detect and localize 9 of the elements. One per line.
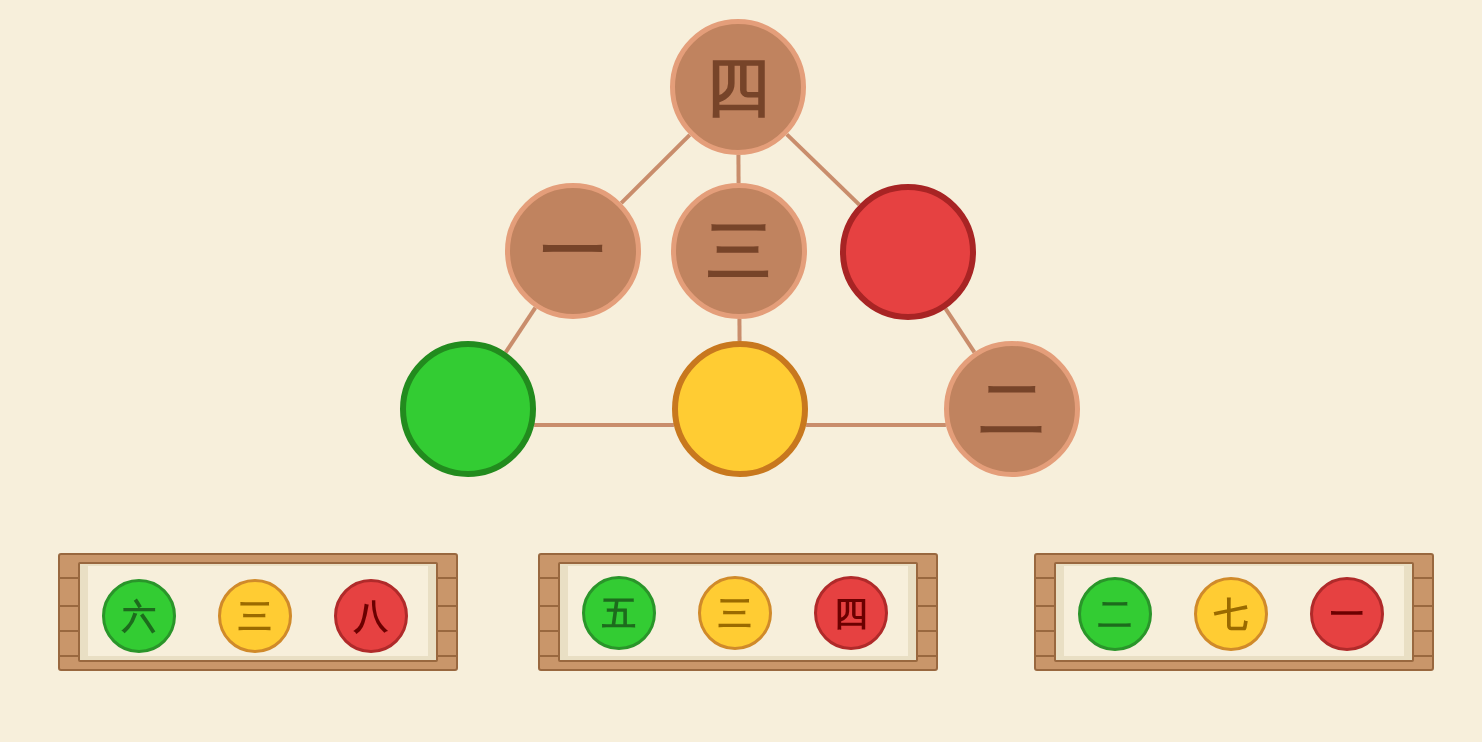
- connector-line: [736, 155, 741, 183]
- connector-line: [503, 306, 538, 354]
- connector-line: [943, 307, 977, 354]
- connector-line: [737, 319, 742, 341]
- wooden-tray: [1034, 553, 1434, 671]
- connector-line: [785, 132, 861, 207]
- connector-line: [619, 133, 692, 205]
- wooden-tray: [538, 553, 938, 671]
- wooden-tray: [58, 553, 458, 671]
